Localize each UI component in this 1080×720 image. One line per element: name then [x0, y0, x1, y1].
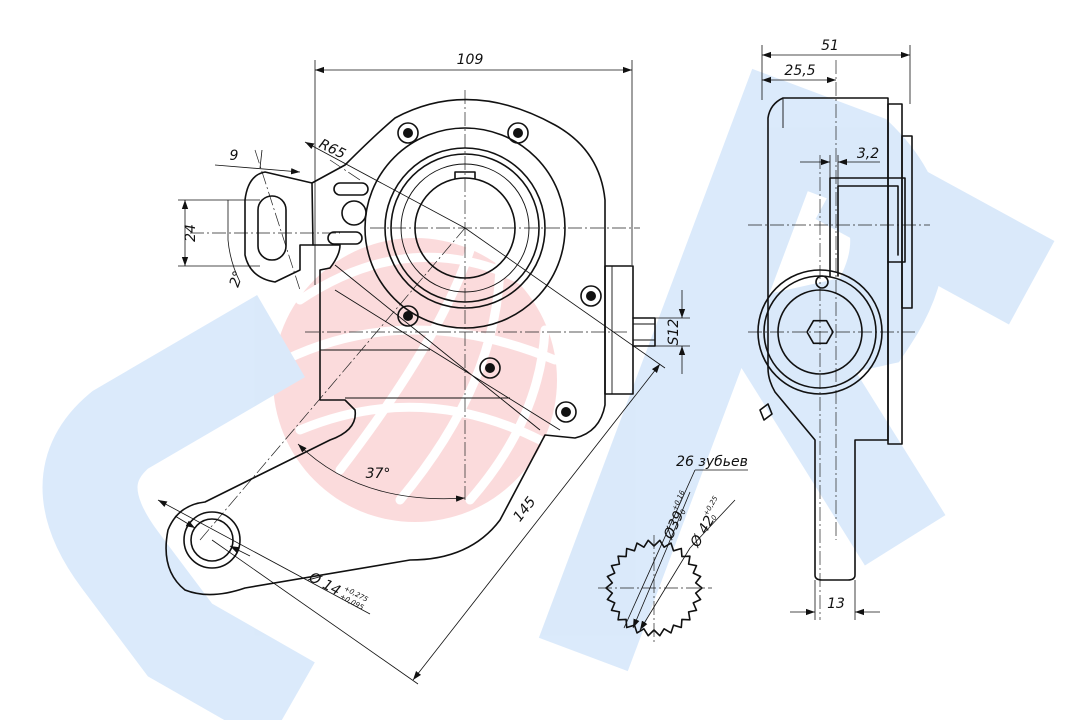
side-bore-mid — [763, 275, 877, 389]
dim-51-label: 51 — [821, 38, 839, 54]
watermark-letter-s — [42, 295, 315, 720]
dim-d42-tol-lower: 0 — [710, 513, 719, 521]
dim-9-label: 9 — [230, 148, 239, 164]
upper-slot — [333, 182, 369, 196]
dim-13-label: 13 — [827, 596, 845, 612]
dim-3-2-label: 3,2 — [857, 146, 879, 162]
arm-eye-outer — [183, 511, 241, 569]
dim-d39-tol-lower: 0 — [679, 508, 688, 516]
side-bore-outer — [757, 269, 883, 395]
dim-2deg-label: 2° — [227, 269, 247, 289]
lug-hole — [341, 200, 367, 226]
bolt — [507, 122, 529, 144]
side-hex — [806, 319, 834, 345]
side-body-outline — [767, 97, 889, 581]
spline-bore — [414, 177, 516, 279]
bolt — [555, 401, 577, 423]
lower-slot — [327, 231, 363, 245]
dim-37deg-label: 37° — [366, 466, 391, 482]
side-nipple — [759, 403, 773, 421]
dim-25-5-label: 25,5 — [784, 63, 815, 79]
left-lug — [244, 171, 314, 283]
dim-145-label: 145 — [510, 494, 539, 525]
spline-keyway — [454, 171, 476, 179]
housing-ring-2 — [384, 147, 546, 309]
dim-24-label: 24 — [183, 224, 199, 242]
side-view-dimensions: 51 25,5 3,2 13 — [761, 38, 911, 620]
side-view — [748, 60, 930, 620]
bolt — [397, 122, 419, 144]
dim-s12-label: S12 — [666, 319, 682, 346]
side-bore-inner — [777, 289, 863, 375]
lug-slot — [257, 195, 287, 261]
dim-r65-label: R65 — [316, 136, 348, 162]
worm-housing — [604, 265, 634, 395]
dim-d14-label: Ø 14 — [305, 569, 343, 599]
side-channel — [829, 177, 906, 277]
spline-detail: 26 зубьев Ø39 +0,16 0 Ø 42 +0,25 0 — [598, 454, 748, 645]
dim-109-label: 109 — [457, 52, 484, 68]
housing-ring-4 — [400, 163, 530, 293]
housing-ring-outer — [364, 127, 566, 329]
bolt — [580, 285, 602, 307]
housing-ring-3 — [390, 153, 540, 303]
dim-26-teeth-label: 26 зубьев — [676, 454, 748, 470]
side-boss — [901, 135, 913, 309]
watermark-letter-l — [815, 135, 1055, 325]
watermark-globe — [273, 238, 560, 522]
